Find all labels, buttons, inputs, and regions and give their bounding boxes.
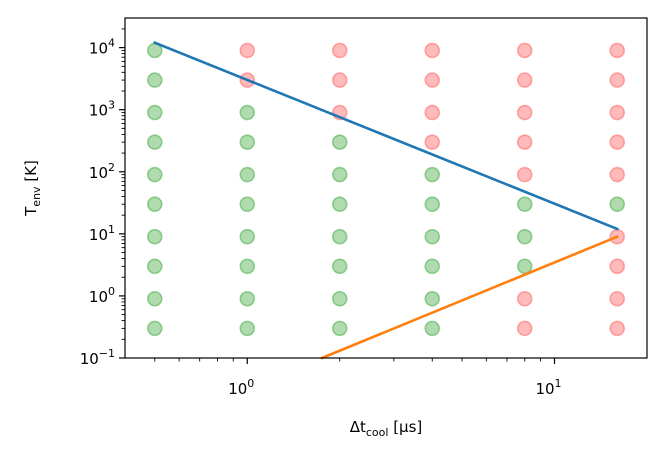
data-point-failure xyxy=(609,134,626,150)
data-point-success xyxy=(424,320,441,337)
tick-label-exponent: 1 xyxy=(108,223,115,236)
data-point-success xyxy=(146,196,163,213)
x-tick-label: 100 xyxy=(228,377,254,398)
y-axis-label: Tenv [K] xyxy=(22,160,43,217)
tick-label-exponent: 2 xyxy=(108,161,115,174)
lines-layer xyxy=(153,41,619,360)
data-point-success xyxy=(424,196,441,213)
axis-label-main: T xyxy=(22,206,40,217)
tick-label-base: 10 xyxy=(89,40,108,58)
data-point-success xyxy=(239,228,256,245)
data-point-success xyxy=(424,166,441,183)
data-point-success xyxy=(516,258,533,275)
data-point-failure xyxy=(609,320,626,337)
data-point-success xyxy=(331,134,348,150)
data-point-success xyxy=(146,228,163,245)
data-point-success xyxy=(331,228,348,245)
plot-frame xyxy=(124,17,648,359)
tick-label-exponent: 0 xyxy=(108,285,115,298)
data-point-success xyxy=(239,320,256,337)
tick-label-exponent: 1 xyxy=(555,377,562,390)
markers-layer xyxy=(146,42,626,337)
data-point-success xyxy=(239,258,256,275)
tick-label-exponent: 0 xyxy=(247,377,254,390)
data-point-failure xyxy=(424,104,441,121)
tick-label-exponent: 4 xyxy=(108,37,115,50)
data-point-success xyxy=(146,320,163,337)
y-tick-label: 10−1 xyxy=(80,347,115,368)
data-point-failure xyxy=(424,42,441,59)
data-point-failure xyxy=(516,166,533,183)
data-point-failure xyxy=(516,320,533,337)
data-point-success xyxy=(239,290,256,307)
x-tick-label: 101 xyxy=(535,377,561,398)
data-point-success xyxy=(331,166,348,183)
tick-label-base: 10 xyxy=(228,380,247,398)
axis-label-main: Δt xyxy=(350,418,366,436)
x-axis-label: Δtcool [μs] xyxy=(350,418,423,439)
axis-label-unit: [K] xyxy=(22,160,40,186)
y-tick-label: 102 xyxy=(89,161,115,182)
tick-label-base: 10 xyxy=(89,102,108,120)
data-point-success xyxy=(331,258,348,275)
data-point-success xyxy=(239,196,256,213)
data-point-success xyxy=(146,104,163,121)
tick-label-base: 10 xyxy=(89,288,108,306)
data-point-success xyxy=(424,228,441,245)
data-point-failure xyxy=(516,290,533,307)
data-point-failure xyxy=(516,104,533,121)
data-point-success xyxy=(146,72,163,88)
data-point-failure xyxy=(609,166,626,183)
data-point-failure xyxy=(516,134,533,150)
tick-label-base: 10 xyxy=(80,350,99,368)
data-point-success xyxy=(146,134,163,150)
data-point-success xyxy=(424,258,441,275)
data-point-success xyxy=(424,290,441,307)
data-point-success xyxy=(331,290,348,307)
series-line-2 xyxy=(320,234,619,360)
tick-label-base: 10 xyxy=(89,164,108,182)
data-point-success xyxy=(516,196,533,213)
data-point-failure xyxy=(609,258,626,275)
data-point-success xyxy=(331,196,348,213)
y-tick-label: 104 xyxy=(89,37,115,58)
axis-label-subscript: cool xyxy=(366,426,389,439)
data-point-failure xyxy=(609,290,626,307)
series-line-1 xyxy=(153,41,619,231)
data-point-success xyxy=(146,290,163,307)
y-tick-label: 100 xyxy=(89,285,115,306)
data-point-failure xyxy=(609,42,626,59)
y-tick-label: 101 xyxy=(89,223,115,244)
tick-label-exponent: −1 xyxy=(99,347,115,360)
data-point-success xyxy=(239,134,256,150)
data-point-success xyxy=(239,104,256,121)
data-point-failure xyxy=(516,72,533,88)
data-point-success xyxy=(146,258,163,275)
axis-label-subscript: env xyxy=(30,186,43,207)
data-point-failure xyxy=(516,42,533,59)
tick-label-exponent: 3 xyxy=(108,99,115,112)
data-point-failure xyxy=(609,72,626,88)
tick-label-base: 10 xyxy=(89,226,108,244)
tick-label-base: 10 xyxy=(535,380,554,398)
data-point-failure xyxy=(424,72,441,88)
y-tick-label: 103 xyxy=(89,99,115,120)
data-point-success xyxy=(331,320,348,337)
data-point-failure xyxy=(239,42,256,59)
data-point-success xyxy=(609,196,626,213)
axis-label-unit: [μs] xyxy=(388,418,422,436)
data-point-success xyxy=(146,166,163,183)
data-point-failure xyxy=(331,72,348,88)
data-point-failure xyxy=(424,134,441,150)
data-point-success xyxy=(239,166,256,183)
data-point-failure xyxy=(609,104,626,121)
data-point-failure xyxy=(331,42,348,59)
data-point-success xyxy=(516,228,533,245)
